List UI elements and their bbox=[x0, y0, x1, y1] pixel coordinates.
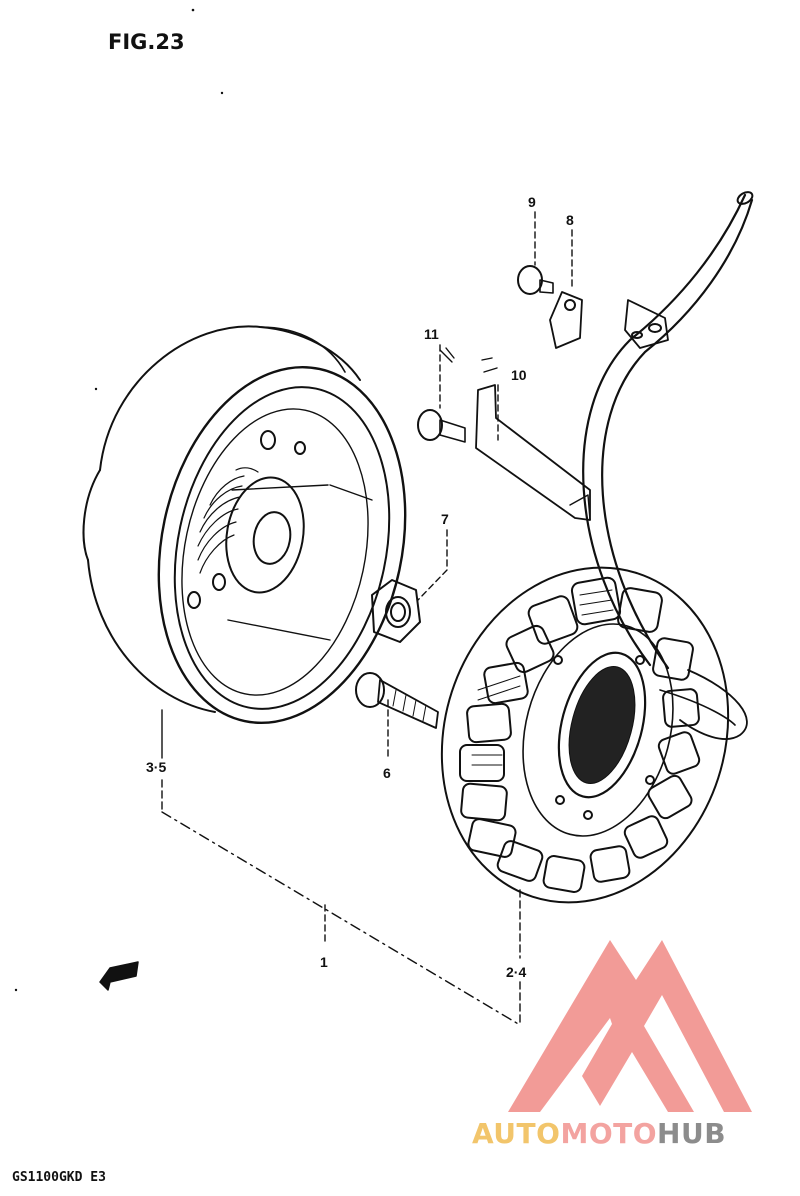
bolt-part-6 bbox=[355, 672, 439, 729]
screw-part-11 bbox=[417, 347, 466, 443]
callout-11: 11 bbox=[424, 326, 439, 342]
callout-3-5: 3·5 bbox=[146, 759, 167, 775]
wordmark-moto: MOTO bbox=[560, 1117, 658, 1150]
leader-lines bbox=[161, 211, 573, 1026]
model-code: GS1100GKD E3 bbox=[12, 1170, 106, 1185]
callout-6: 6 bbox=[383, 765, 391, 781]
scan-specks bbox=[14, 8, 224, 992]
callout-10: 10 bbox=[511, 367, 527, 383]
clamp-part-8 bbox=[549, 291, 583, 349]
stator-coil bbox=[440, 566, 730, 904]
callout-1: 1 bbox=[320, 954, 328, 970]
front-arrow-icon bbox=[99, 961, 139, 991]
watermark-wordmark: AUTOMOTOHUB bbox=[472, 1117, 726, 1150]
callout-7: 7 bbox=[441, 511, 449, 527]
rotor-flywheel bbox=[82, 325, 407, 725]
figure-title: FIG.23 bbox=[108, 30, 185, 54]
wordmark-hub: HUB bbox=[657, 1117, 727, 1150]
callout-8: 8 bbox=[566, 212, 574, 228]
screw-part-9 bbox=[517, 265, 554, 295]
callout-2-4: 2·4 bbox=[506, 964, 527, 980]
wire-harness bbox=[582, 191, 754, 740]
wordmark-auto: AUTO bbox=[472, 1117, 561, 1150]
nut-part-7 bbox=[371, 579, 421, 643]
cover-plate-part-10 bbox=[475, 357, 591, 521]
callout-9: 9 bbox=[528, 194, 536, 210]
